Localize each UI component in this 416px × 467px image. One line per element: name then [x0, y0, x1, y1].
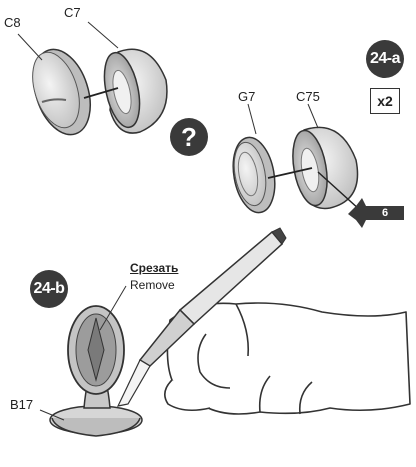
reference-flag [348, 198, 404, 228]
part-label-b17: B17 [10, 398, 33, 411]
quantity-box: x2 [370, 88, 400, 114]
part-c8-disc [24, 42, 101, 142]
cut-label-en: Remove [130, 279, 175, 291]
leader-c75 [308, 104, 318, 128]
step-label-24b: 24-b [34, 280, 65, 298]
part-label-c75: C75 [296, 90, 320, 103]
leader-c7 [88, 22, 118, 48]
step-badge-24b: 24-b [30, 270, 68, 308]
reference-step-number: 6 [382, 207, 388, 219]
leader-c8 [18, 34, 42, 60]
step-label-24a: 24-a [370, 50, 400, 68]
quantity-label: x2 [377, 93, 393, 109]
sprue-part [68, 306, 124, 394]
question-icon: ? [170, 118, 208, 156]
step-badge-24a: 24-a [366, 40, 404, 78]
cut-label-ru: Срезать [130, 262, 178, 274]
hand-illustration [165, 303, 410, 414]
leader-g7 [248, 104, 256, 134]
part-g7-disc [228, 134, 281, 216]
part-label-g7: G7 [238, 90, 255, 103]
part-label-c7: C7 [64, 6, 81, 19]
help-symbol: ? [181, 122, 197, 153]
part-label-c8: C8 [4, 16, 21, 29]
part-c75-cone [288, 127, 358, 208]
